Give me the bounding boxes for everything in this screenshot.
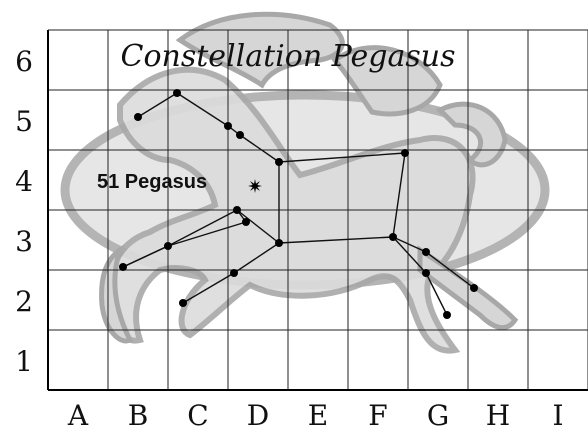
horse-wing-left (175, 11, 345, 89)
constellation-line (236, 209, 280, 244)
eight-point-star-shape (248, 179, 262, 193)
constellation-line (176, 92, 229, 127)
horse-front-leg (99, 243, 134, 344)
star-point (236, 131, 244, 139)
constellation-stars (119, 89, 478, 319)
column-label: C (187, 399, 208, 432)
star-point (401, 149, 409, 157)
star-point (422, 269, 430, 277)
star-point (134, 113, 142, 121)
constellation-line (278, 236, 394, 244)
column-label: I (552, 399, 563, 432)
star-point (275, 158, 283, 166)
star-point (389, 233, 397, 241)
constellation-line (425, 272, 448, 316)
star-point (443, 311, 451, 319)
column-labels: A B C D E F G H I (67, 399, 564, 432)
row-label: 5 (15, 105, 33, 138)
constellation-line (425, 251, 475, 289)
star-point (230, 269, 238, 277)
column-label: G (427, 399, 449, 432)
row-label: 3 (15, 225, 33, 258)
star-point (173, 89, 181, 97)
star-point (119, 263, 127, 271)
row-label: 1 (15, 345, 33, 378)
star-point (233, 206, 241, 214)
column-label: F (368, 399, 387, 432)
constellation-line (278, 152, 406, 163)
chart-title: Constellation Pegasus (121, 39, 456, 74)
star-point (275, 239, 283, 247)
constellation-line (122, 245, 169, 268)
constellation-line (167, 221, 247, 247)
constellation-line (182, 272, 235, 304)
constellation-line (233, 242, 280, 274)
column-label: B (128, 399, 149, 432)
star-label-51-pegasus: 51 Pegasus (97, 171, 207, 193)
row-label: 4 (15, 165, 33, 198)
column-label: A (67, 399, 89, 432)
star-point (224, 122, 232, 130)
constellation-lines (122, 92, 475, 316)
column-label: E (308, 399, 328, 432)
constellation-line (137, 92, 178, 118)
star-point (470, 284, 478, 292)
constellation-line (239, 134, 280, 163)
coordinate-grid (47, 29, 588, 391)
constellation-line (392, 236, 427, 274)
constellation-line (167, 209, 238, 247)
column-label: D (247, 399, 269, 432)
row-label: 2 (15, 285, 33, 318)
star-point (179, 299, 187, 307)
constellation-line (392, 152, 406, 238)
row-label: 6 (15, 45, 33, 78)
constellation-line (392, 236, 427, 253)
column-label: H (486, 399, 510, 432)
row-labels: 6 5 4 3 2 1 (15, 45, 33, 378)
eight-point-star-icon (248, 179, 262, 193)
star-point (242, 218, 250, 226)
star-point (422, 248, 430, 256)
star-point (164, 242, 172, 250)
horse-wing-right (331, 45, 443, 117)
